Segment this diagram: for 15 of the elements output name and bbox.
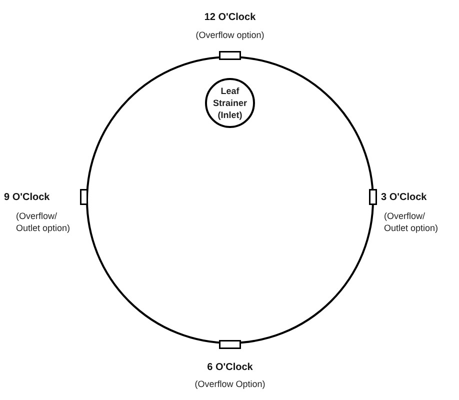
port-note: (Overflow option) [194, 29, 266, 41]
tank-circle [86, 56, 374, 344]
port-box [80, 189, 88, 205]
strainer-label: Leaf Strainer (Inlet) [212, 85, 248, 121]
position-label: 3 O'Clock [381, 192, 428, 204]
strainer-circle [205, 78, 255, 128]
port-box [219, 340, 241, 349]
position-label: 9 O'Clock [4, 192, 51, 204]
port-box [369, 189, 377, 205]
position-label: 6 O'Clock [206, 362, 254, 374]
port-note: (Overflow Option) [194, 378, 266, 390]
port-note: (Overflow/ Outlet option) [16, 210, 72, 234]
port-note: (Overflow/ Outlet option) [384, 210, 440, 234]
port-box [219, 51, 241, 60]
position-label: 12 O'Clock [203, 12, 257, 24]
